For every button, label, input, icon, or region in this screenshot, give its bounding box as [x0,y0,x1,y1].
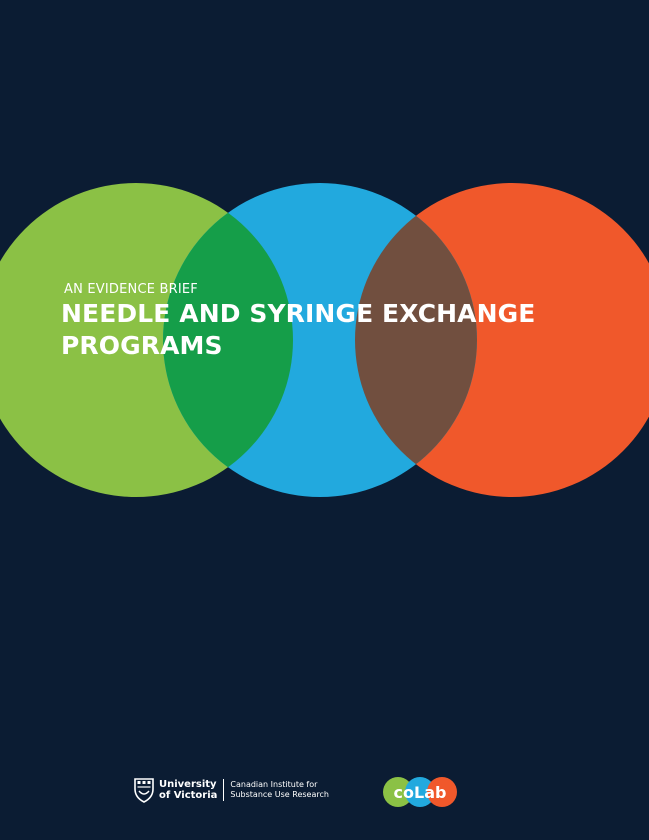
green-blue-overlap [163,183,293,497]
uvic-crest-icon [134,778,154,803]
cisur-name: Canadian Institute for Substance Use Res… [224,780,329,800]
colab-logo: coLab [383,777,457,807]
uvic-logo: University of Victoria Canadian Institut… [133,775,329,805]
title-line-1: NEEDLE AND SYRINGE EXCHANGE [61,299,536,328]
uvic-name-line-2: of Victoria [159,790,218,801]
footer-logos: University of Victoria Canadian Institut… [0,770,649,816]
brief-kicker: AN EVIDENCE BRIEF [64,282,198,297]
blue-orange-overlap [355,183,477,497]
uvic-name-line-1: University [159,779,217,790]
colab-logo-text: coLab [394,783,447,802]
page-title: NEEDLE AND SYRINGE EXCHANGE PROGRAMS [61,298,541,362]
cisur-name-line-1: Canadian Institute for [230,780,318,789]
title-line-2: PROGRAMS [61,331,223,360]
cisur-name-line-2: Substance Use Research [230,790,329,799]
uvic-name: University of Victoria [159,779,225,801]
